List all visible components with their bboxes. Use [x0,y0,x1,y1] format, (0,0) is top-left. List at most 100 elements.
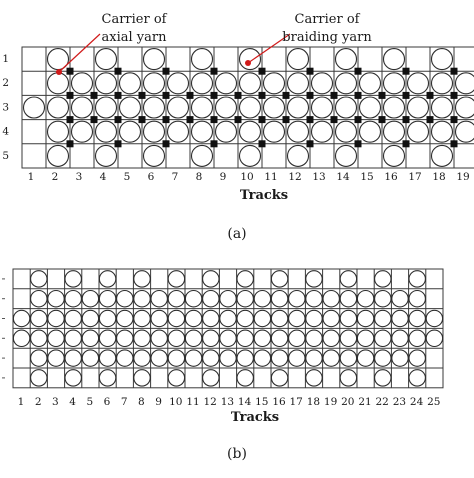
carrier-circle [216,121,237,142]
axial-yarn-carrier [67,92,74,99]
carrier-circle [312,121,333,142]
track-label: 22 [376,396,389,408]
track-label: 17 [290,396,303,408]
row-label: 5 [2,150,9,162]
carrier-circle [375,330,391,346]
carrier-circle [408,73,429,94]
carrier-circle [185,310,201,326]
carrier-circle [237,310,253,326]
panel-b-sub-label: (b) [227,446,247,462]
axial-yarn-carrier [211,92,218,99]
panel-a-sub-label: (a) [227,226,246,242]
carrier-circle [24,97,45,118]
carrier-circle [151,330,167,346]
axial-yarn-carrier [355,140,362,147]
axial-yarn-carrier [67,140,74,147]
carrier-circle [96,73,117,94]
carrier-circle [220,350,236,366]
carrier-circle [357,350,373,366]
carrier-circle [48,73,69,94]
carrier-circle [237,291,253,307]
carrier-circle [288,49,309,70]
carrier-circle [408,121,429,142]
carrier-circle [13,310,29,326]
carrier-circle [185,330,201,346]
carrier-circle [99,310,115,326]
carrier-circle [117,291,133,307]
track-label: 4 [69,396,76,408]
track-label: 1 [18,396,25,408]
carrier-circle [384,121,405,142]
axial-yarn-carrier [235,92,242,99]
panel-b-axis-title: Tracks [231,410,279,425]
carrier-circle [360,73,381,94]
track-label: 11 [264,171,277,183]
panel-b-row-ticks [2,279,5,378]
carrier-circle [271,291,287,307]
axial-yarn-carrier [259,92,266,99]
axial-yarn-carrier [283,116,290,123]
carrier-circle [384,97,405,118]
axial-yarn-carrier [451,116,458,123]
axial-yarn-carrier [163,92,170,99]
carrier-circle [203,370,219,386]
axial-yarn-carrier [211,116,218,123]
carrier-circle [271,310,287,326]
track-label: 25 [427,396,440,408]
track-label: 12 [204,396,217,408]
carrier-circle [65,310,81,326]
axial-yarn-carrier [67,116,74,123]
track-label: 4 [100,171,107,183]
carrier-circle [99,370,115,386]
track-label: 19 [324,396,337,408]
carrier-circle [392,291,408,307]
carrier-circle [288,73,309,94]
track-label: 13 [221,396,234,408]
track-label: 21 [358,396,371,408]
carrier-circle [409,291,425,307]
track-label: 16 [272,396,286,408]
carrier-circle [375,310,391,326]
carrier-circle [220,330,236,346]
track-label: 5 [86,396,93,408]
carrier-circle [288,97,309,118]
carrier-circle [99,271,115,287]
carrier-circle [306,370,322,386]
axial-yarn-carrier [355,116,362,123]
braiding-annotation-line2: braiding yarn [282,30,372,45]
carrier-circle [340,291,356,307]
carrier-circle [240,145,261,166]
track-label: 12 [288,171,301,183]
axial-yarn-carrier [235,116,242,123]
carrier-circle [409,271,425,287]
track-label: 17 [408,171,421,183]
track-label: 15 [255,396,268,408]
carrier-circle [65,271,81,287]
track-label: 6 [104,396,111,408]
carrier-circle [264,73,285,94]
carrier-circle [134,310,150,326]
carrier-circle [96,49,117,70]
carrier-circle [134,350,150,366]
carrier-circle [237,330,253,346]
carrier-circle [203,310,219,326]
track-label: 3 [52,396,59,408]
track-label: 16 [384,171,398,183]
carrier-circle [134,291,150,307]
carrier-circle [134,330,150,346]
carrier-circle [306,271,322,287]
track-label: 6 [148,171,155,183]
carrier-circle [323,291,339,307]
row-label: 3 [2,101,9,113]
carrier-circle [336,121,357,142]
carrier-circle [264,121,285,142]
carrier-circle [48,291,64,307]
axial-yarn-carrier [187,116,194,123]
axial-yarn-carrier [115,116,122,123]
carrier-circle [336,145,357,166]
carrier-circle [237,350,253,366]
carrier-circle [31,370,47,386]
